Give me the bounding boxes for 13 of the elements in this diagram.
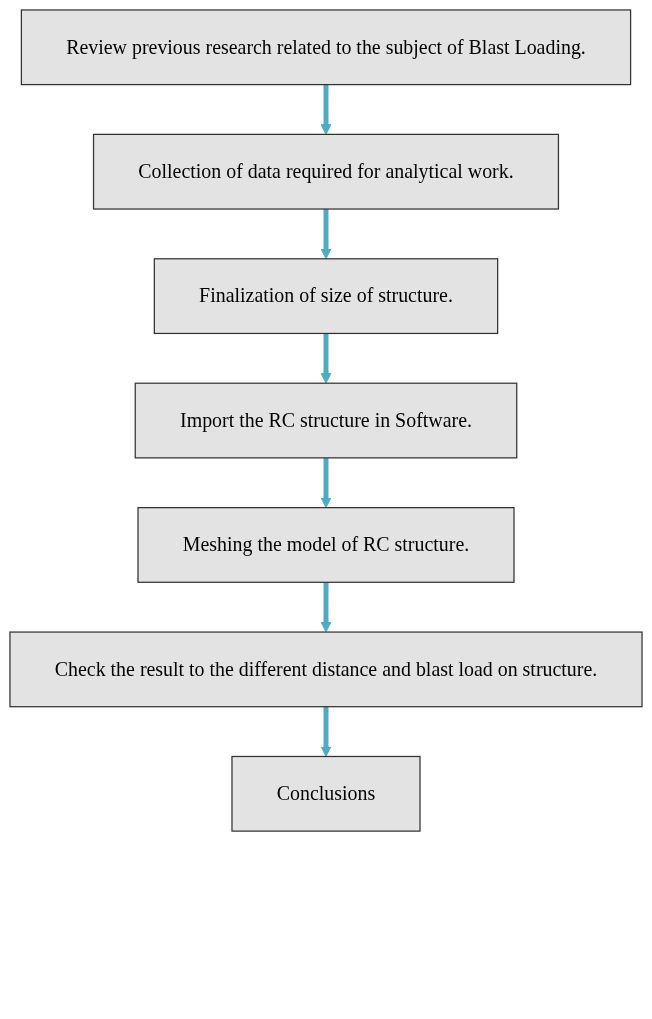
arrow [320, 706, 332, 757]
arrow [320, 333, 332, 384]
arrow [320, 209, 332, 260]
node-box: Import the RC structure in Software. [134, 382, 518, 459]
node-box: Check the result to the different distance and blast load on structure. [9, 631, 643, 708]
node-box: Collection of data required for analytical work. [92, 133, 560, 210]
node-box: Review previous research related to the subject of Blast Loading. [20, 9, 632, 86]
node-box: Conclusions [231, 755, 421, 832]
node-box: Meshing the model of RC structure. [137, 507, 515, 583]
arrow [320, 582, 332, 633]
node-box: Finalization of size of structure. [153, 258, 499, 335]
arrow [320, 457, 332, 509]
arrow [320, 84, 332, 135]
